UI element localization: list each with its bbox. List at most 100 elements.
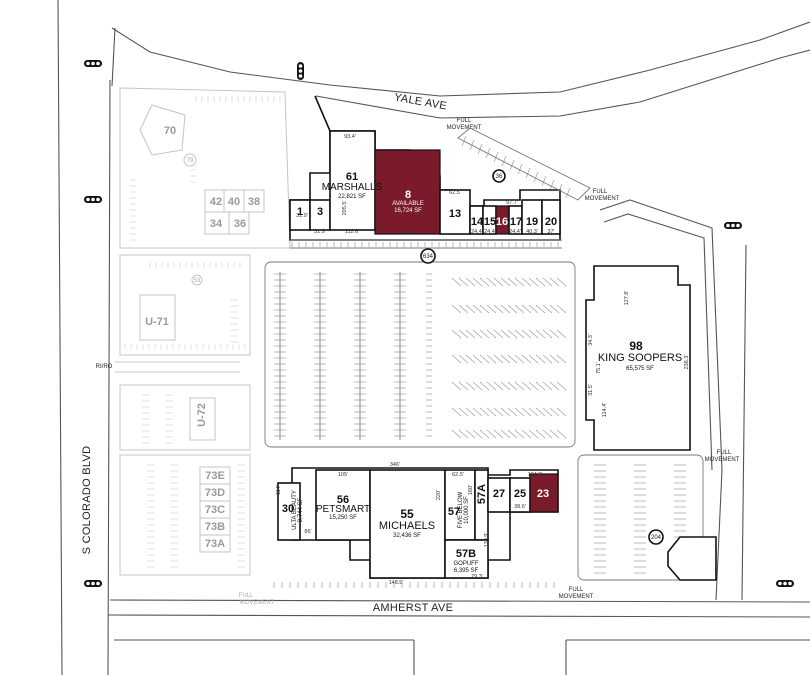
parking-stall <box>465 381 476 391</box>
suite-19-label: 19 <box>526 216 538 228</box>
parking-stall <box>542 354 553 364</box>
pad-36 <box>228 211 250 235</box>
parking-stall <box>507 277 518 287</box>
five-below-sf: 10,000 SF <box>464 496 470 524</box>
colorado-east-edge <box>107 79 111 675</box>
parking-stall <box>521 304 532 314</box>
parking-stall <box>514 304 525 314</box>
access-full-label-5: FULL <box>239 593 254 599</box>
parking-stall <box>486 429 497 439</box>
parking-stall <box>528 381 539 391</box>
parking-stall <box>525 167 531 179</box>
parking-stall <box>521 354 532 364</box>
parking-stall <box>528 354 539 364</box>
parking-stall <box>451 407 462 417</box>
parking-stall <box>472 304 483 314</box>
pad-u72-building <box>189 397 216 441</box>
parking-stall <box>451 329 462 339</box>
dim-24-4a: 24.4' <box>471 229 483 235</box>
parking-stall <box>549 407 560 417</box>
parking-stall <box>486 277 497 287</box>
parking-stall <box>535 429 546 439</box>
parking-stall <box>514 354 525 364</box>
parking-stall <box>521 407 532 417</box>
amherst-ave-label: AMHERST AVE <box>373 602 454 614</box>
suite-23-label: 23 <box>537 488 549 500</box>
pad-u72-label: U-72 <box>196 403 208 427</box>
parking-stall <box>479 407 490 417</box>
suite-20-label: 20 <box>545 216 557 228</box>
parking-stall <box>451 304 462 314</box>
pad-73b-label: 73B <box>205 521 225 533</box>
access-movement-label-4: MOVEMENT <box>559 594 594 600</box>
parking-stall <box>535 304 546 314</box>
parking-stall <box>500 304 511 314</box>
dim-40-3: 40.3' <box>526 229 538 235</box>
dim-24-4c: 24.4' <box>509 229 521 235</box>
petsmart-number: 56 <box>337 494 349 506</box>
parking-stall <box>556 354 567 364</box>
parking-stall <box>517 163 523 175</box>
parking-stall <box>507 304 518 314</box>
parking-stall <box>556 407 567 417</box>
parking-stall <box>493 151 499 163</box>
access-movement-label-3: MOVEMENT <box>705 457 740 463</box>
king-soopers-outline <box>585 265 691 451</box>
parking-stall <box>541 175 547 187</box>
parking-stall <box>533 171 539 183</box>
dim-31-5: 31.5' <box>588 384 594 396</box>
parking-stall <box>500 329 511 339</box>
marshalls-name: MARSHALLS <box>322 182 383 193</box>
petsmart-name: PETSMART <box>316 504 370 515</box>
dim-51-9: 51.9' <box>539 505 551 511</box>
ulta-name: ULTA BEAUTY <box>292 490 298 530</box>
suite-23-available[interactable] <box>529 473 559 513</box>
parking-stall <box>556 329 567 339</box>
parking-stall <box>549 381 560 391</box>
parking-stall <box>451 354 462 364</box>
parking-stall <box>528 407 539 417</box>
dim-171-2: 171.2' <box>374 173 380 188</box>
dim-114-4: 114.4' <box>602 403 608 417</box>
parking-stall <box>465 407 476 417</box>
dim-61-4: 61.4' <box>551 486 557 498</box>
gopuff-name: GOPUFF <box>454 561 479 567</box>
parking-stall <box>535 354 546 364</box>
parking-stall <box>556 381 567 391</box>
badge-204-label: 204 <box>651 535 662 541</box>
parking-stall <box>479 429 490 439</box>
suite-8-sf: 16,724 SF <box>394 208 422 214</box>
dim-31-9a: 31.9' <box>296 213 308 219</box>
suite-8-available[interactable] <box>374 149 441 235</box>
parking-stall <box>514 381 525 391</box>
badge-79 <box>183 153 197 167</box>
dim-37: 37' <box>547 229 554 235</box>
amherst-south-edge <box>107 614 810 618</box>
petsmart-building <box>315 469 371 541</box>
parking-stall <box>509 159 515 171</box>
parking-stall <box>528 429 539 439</box>
pad-73a <box>199 534 231 553</box>
parking-stall <box>493 429 504 439</box>
suite-57a-label: 57A <box>476 484 488 504</box>
pad-38 <box>243 189 265 213</box>
king-soopers-sf: 65,575 SF <box>626 366 654 372</box>
roads <box>57 0 810 675</box>
parking-stall <box>451 429 462 439</box>
lot-south-field <box>577 454 704 581</box>
five-below-name: FIVE BELOW <box>458 491 464 528</box>
pad-73d-label: 73D <box>205 487 225 499</box>
parking-stall <box>514 277 525 287</box>
badge-634-label: 634 <box>423 254 434 260</box>
parking-stall <box>514 429 525 439</box>
parking-stall <box>493 381 504 391</box>
badge-79-label: 79 <box>187 158 194 164</box>
pad-u71-building <box>139 294 176 341</box>
pad-73c-label: 73C <box>205 504 225 516</box>
michaels-name: MICHAELS <box>379 520 435 532</box>
badge-53-label: 53 <box>194 278 201 284</box>
pad-34-label: 34 <box>210 218 223 230</box>
dim-24-4b: 24.4' <box>484 229 496 235</box>
parking-stall <box>514 329 525 339</box>
parking-stall <box>458 354 469 364</box>
